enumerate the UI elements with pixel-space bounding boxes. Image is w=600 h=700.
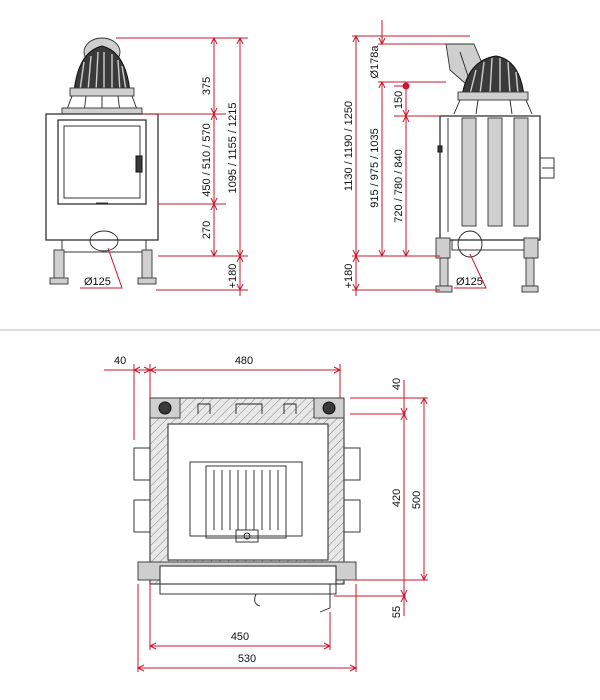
side-rib-3 [513,117,529,227]
front-leg-right [141,249,153,281]
door-handle [135,155,143,173]
front-dims-text: 375 450 / 510 / 570 270 1095 / 1155 / 12… [84,77,239,289]
front-pipe-label: Ø125 [84,276,111,288]
dim-180-front: +180 [227,264,239,289]
dim-720-840: 720 / 780 / 840 [393,149,405,222]
dim-450: 450 [231,631,249,643]
front-view [45,36,248,296]
dim-270: 270 [201,221,213,239]
dim-530: 530 [238,653,256,665]
dim-450-570: 450 / 510 / 570 [201,123,213,196]
side-rib-1 [461,117,477,227]
stud-right [322,401,336,415]
side-dome [445,43,533,115]
dim-500: 500 [411,491,423,509]
side-foot-left [435,237,451,259]
side-view [352,20,555,296]
dim-375: 375 [201,77,213,95]
dim-915-1035: 915 / 975 / 1035 [369,128,381,208]
dim-40-right: 40 [391,378,403,390]
door-handle-top [254,593,261,607]
side-leg-right [525,257,535,287]
stud-left [158,401,172,415]
dim-40-left: 40 [114,355,126,367]
top-dims-text: 40 480 40 420 500 55 450 530 [114,355,423,665]
top-view [104,364,428,672]
side-foot-right [523,237,539,259]
front-door [57,119,147,205]
front-dome [61,37,143,115]
dim-480: 480 [235,355,253,367]
dim-1130-1250: 1130 / 1190 / 1250 [343,101,355,191]
side-leg-left [439,257,449,287]
front-air-inlet [89,230,119,252]
top-chamber [167,423,329,561]
side-pipe-label: Ø125 [456,276,483,288]
dim-178a: Ø178a [369,45,381,79]
side-air-inlet [457,230,483,258]
side-dims-text: 1130 / 1190 / 1250 915 / 975 / 1035 720 … [343,45,483,289]
front-leg-left [53,249,65,281]
dim-180-side: +180 [343,264,355,289]
top-grate [189,461,303,537]
side-rib-2 [487,117,503,227]
dim-420: 420 [391,489,403,507]
dim-55: 55 [391,606,403,618]
dim-150: 150 [393,91,405,109]
dim-1095-1215: 1095 / 1155 / 1215 [227,103,239,194]
